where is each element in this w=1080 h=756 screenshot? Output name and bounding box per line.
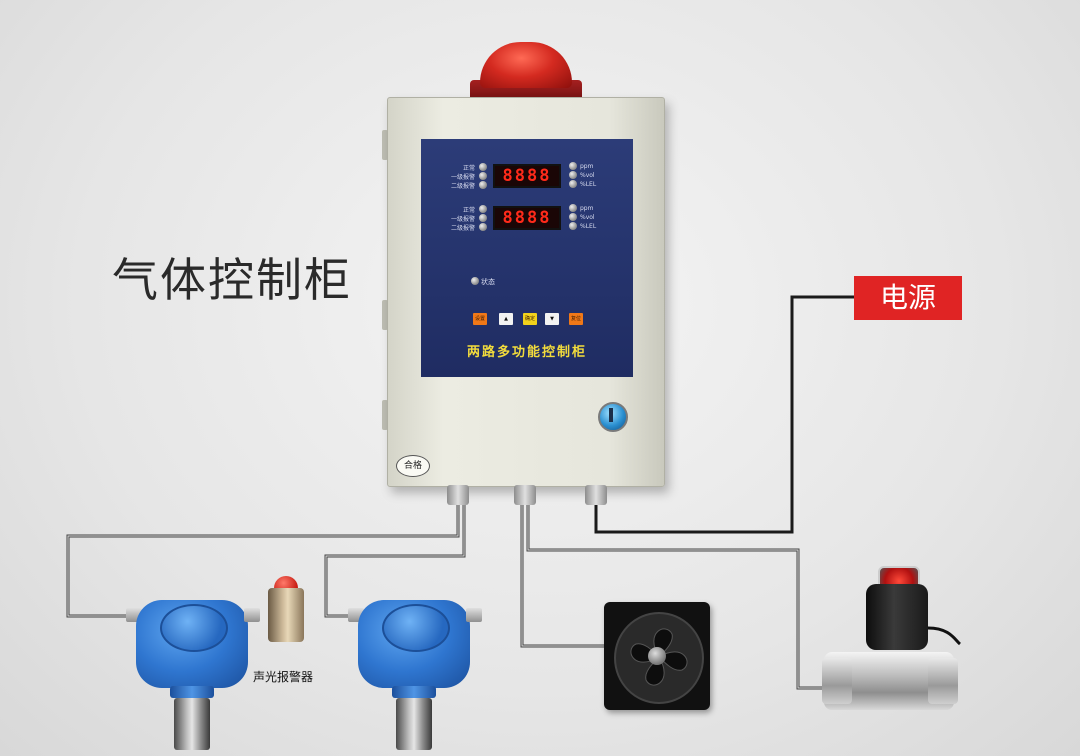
valve-coil [866,584,928,650]
detector-cap-icon [160,604,228,652]
control-panel: 正常 一级报警 二级报警 8888 ppm %vol %LEL 正常 一级报警 … [421,139,633,377]
cable-gland [514,485,536,505]
status-led-icon [471,277,479,285]
channel-1-display: 8888 [493,164,561,188]
detector-port [466,608,482,622]
led-indicator-icon [479,223,487,231]
unit-ppm: ppm [580,163,594,170]
setup-button[interactable]: 设置 [473,313,487,325]
unit-ppm: ppm [580,205,594,212]
hinge [382,130,388,160]
power-label: 电源 [854,276,962,320]
led-label-alarm-2: 二级报警 [450,225,475,232]
led-indicator-icon [479,205,487,213]
fan-ring [614,612,704,704]
gas-sensor-icon [396,698,432,750]
cable-gland [447,485,469,505]
unit-vol: %vol [580,172,595,179]
confirm-button[interactable]: 确定 [523,313,537,325]
fan-cable [520,500,604,648]
unit-indicator-icon [569,162,577,170]
certificate-sticker: 合格 [396,455,430,477]
led-indicator-icon [479,172,487,180]
led-label-normal: 正常 [462,207,475,214]
led-label-alarm-1: 一级报警 [450,216,475,223]
unit-vol: %vol [580,214,595,221]
hinge [382,400,388,430]
panel-name: 两路多功能控制柜 [466,345,587,360]
page-title: 气体控制柜 [112,253,352,307]
alarm-body [268,588,304,642]
status-label: 状态 [481,278,495,286]
reset-button[interactable]: 复位 [569,313,583,325]
detector-port [244,608,260,622]
unit-indicator-icon [569,204,577,212]
detector-ring [170,686,214,698]
alarm-label: 声光报警器 [253,670,314,684]
gas-sensor-icon [174,698,210,750]
unit-lel: %LEL [580,223,597,230]
led-label-alarm-1: 一级报警 [450,174,475,181]
unit-indicator-icon [569,213,577,221]
key-slot [609,408,613,422]
key-lock-icon[interactable] [598,402,628,432]
detector-2-cable [324,500,466,618]
valve-nut [928,658,958,704]
power-cable [594,295,854,534]
valve-nut [822,658,852,704]
led-label-normal: 正常 [462,165,475,172]
detector-1-cable [66,500,460,618]
unit-indicator-icon [569,222,577,230]
led-label-alarm-2: 二级报警 [450,183,475,190]
fan-hub [648,647,666,665]
hinge [382,300,388,330]
unit-indicator-icon [569,171,577,179]
unit-indicator-icon [569,180,577,188]
led-indicator-icon [479,214,487,222]
up-button[interactable]: ▲ [499,313,513,325]
led-indicator-icon [479,181,487,189]
down-button[interactable]: ▼ [545,313,559,325]
detector-cap-icon [382,604,450,652]
unit-lel: %LEL [580,181,597,188]
detector-ring [392,686,436,698]
cable-gland [585,485,607,505]
led-indicator-icon [479,163,487,171]
channel-2-display: 8888 [493,206,561,230]
